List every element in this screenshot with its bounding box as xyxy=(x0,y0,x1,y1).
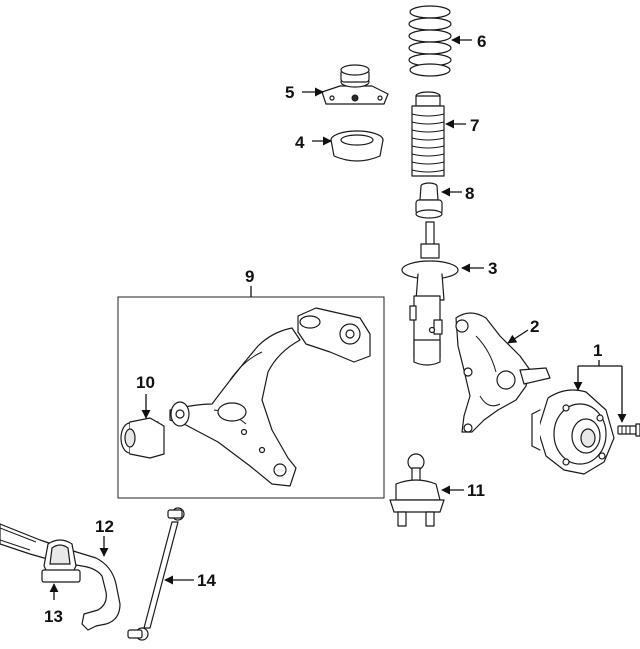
shock-strut xyxy=(401,221,459,366)
callout-13: 13 xyxy=(44,607,63,626)
stabilizer-bushing xyxy=(41,539,81,583)
stabilizer-link xyxy=(127,507,185,641)
callout-8: 8 xyxy=(465,184,474,203)
bump-stop xyxy=(415,182,443,219)
rear-bushing xyxy=(297,307,371,363)
strut-mount xyxy=(321,64,389,105)
callout-11: 11 xyxy=(467,481,485,500)
coil-spring xyxy=(408,5,452,77)
wheel-hub xyxy=(531,389,615,475)
strut-bearing xyxy=(330,130,384,162)
leader-lines xyxy=(49,35,627,600)
callout-4: 4 xyxy=(295,133,305,152)
callout-2: 2 xyxy=(530,317,539,336)
callout-10: 10 xyxy=(136,373,155,392)
callout-5: 5 xyxy=(285,83,294,102)
callout-1: 1 xyxy=(593,341,602,360)
callout-3: 3 xyxy=(488,259,497,278)
ball-joint xyxy=(389,453,445,527)
callout-7: 7 xyxy=(470,116,479,135)
lower-control-arm xyxy=(169,327,301,487)
steering-knuckle xyxy=(455,312,551,433)
hub-bolt xyxy=(617,423,640,437)
callout-14: 14 xyxy=(197,571,216,590)
dust-boot xyxy=(411,91,445,177)
callout-6: 6 xyxy=(477,32,486,51)
callout-12: 12 xyxy=(95,517,114,536)
front-bushing xyxy=(120,417,165,459)
stabilizer-bar xyxy=(0,523,121,631)
callout-9: 9 xyxy=(245,267,254,286)
